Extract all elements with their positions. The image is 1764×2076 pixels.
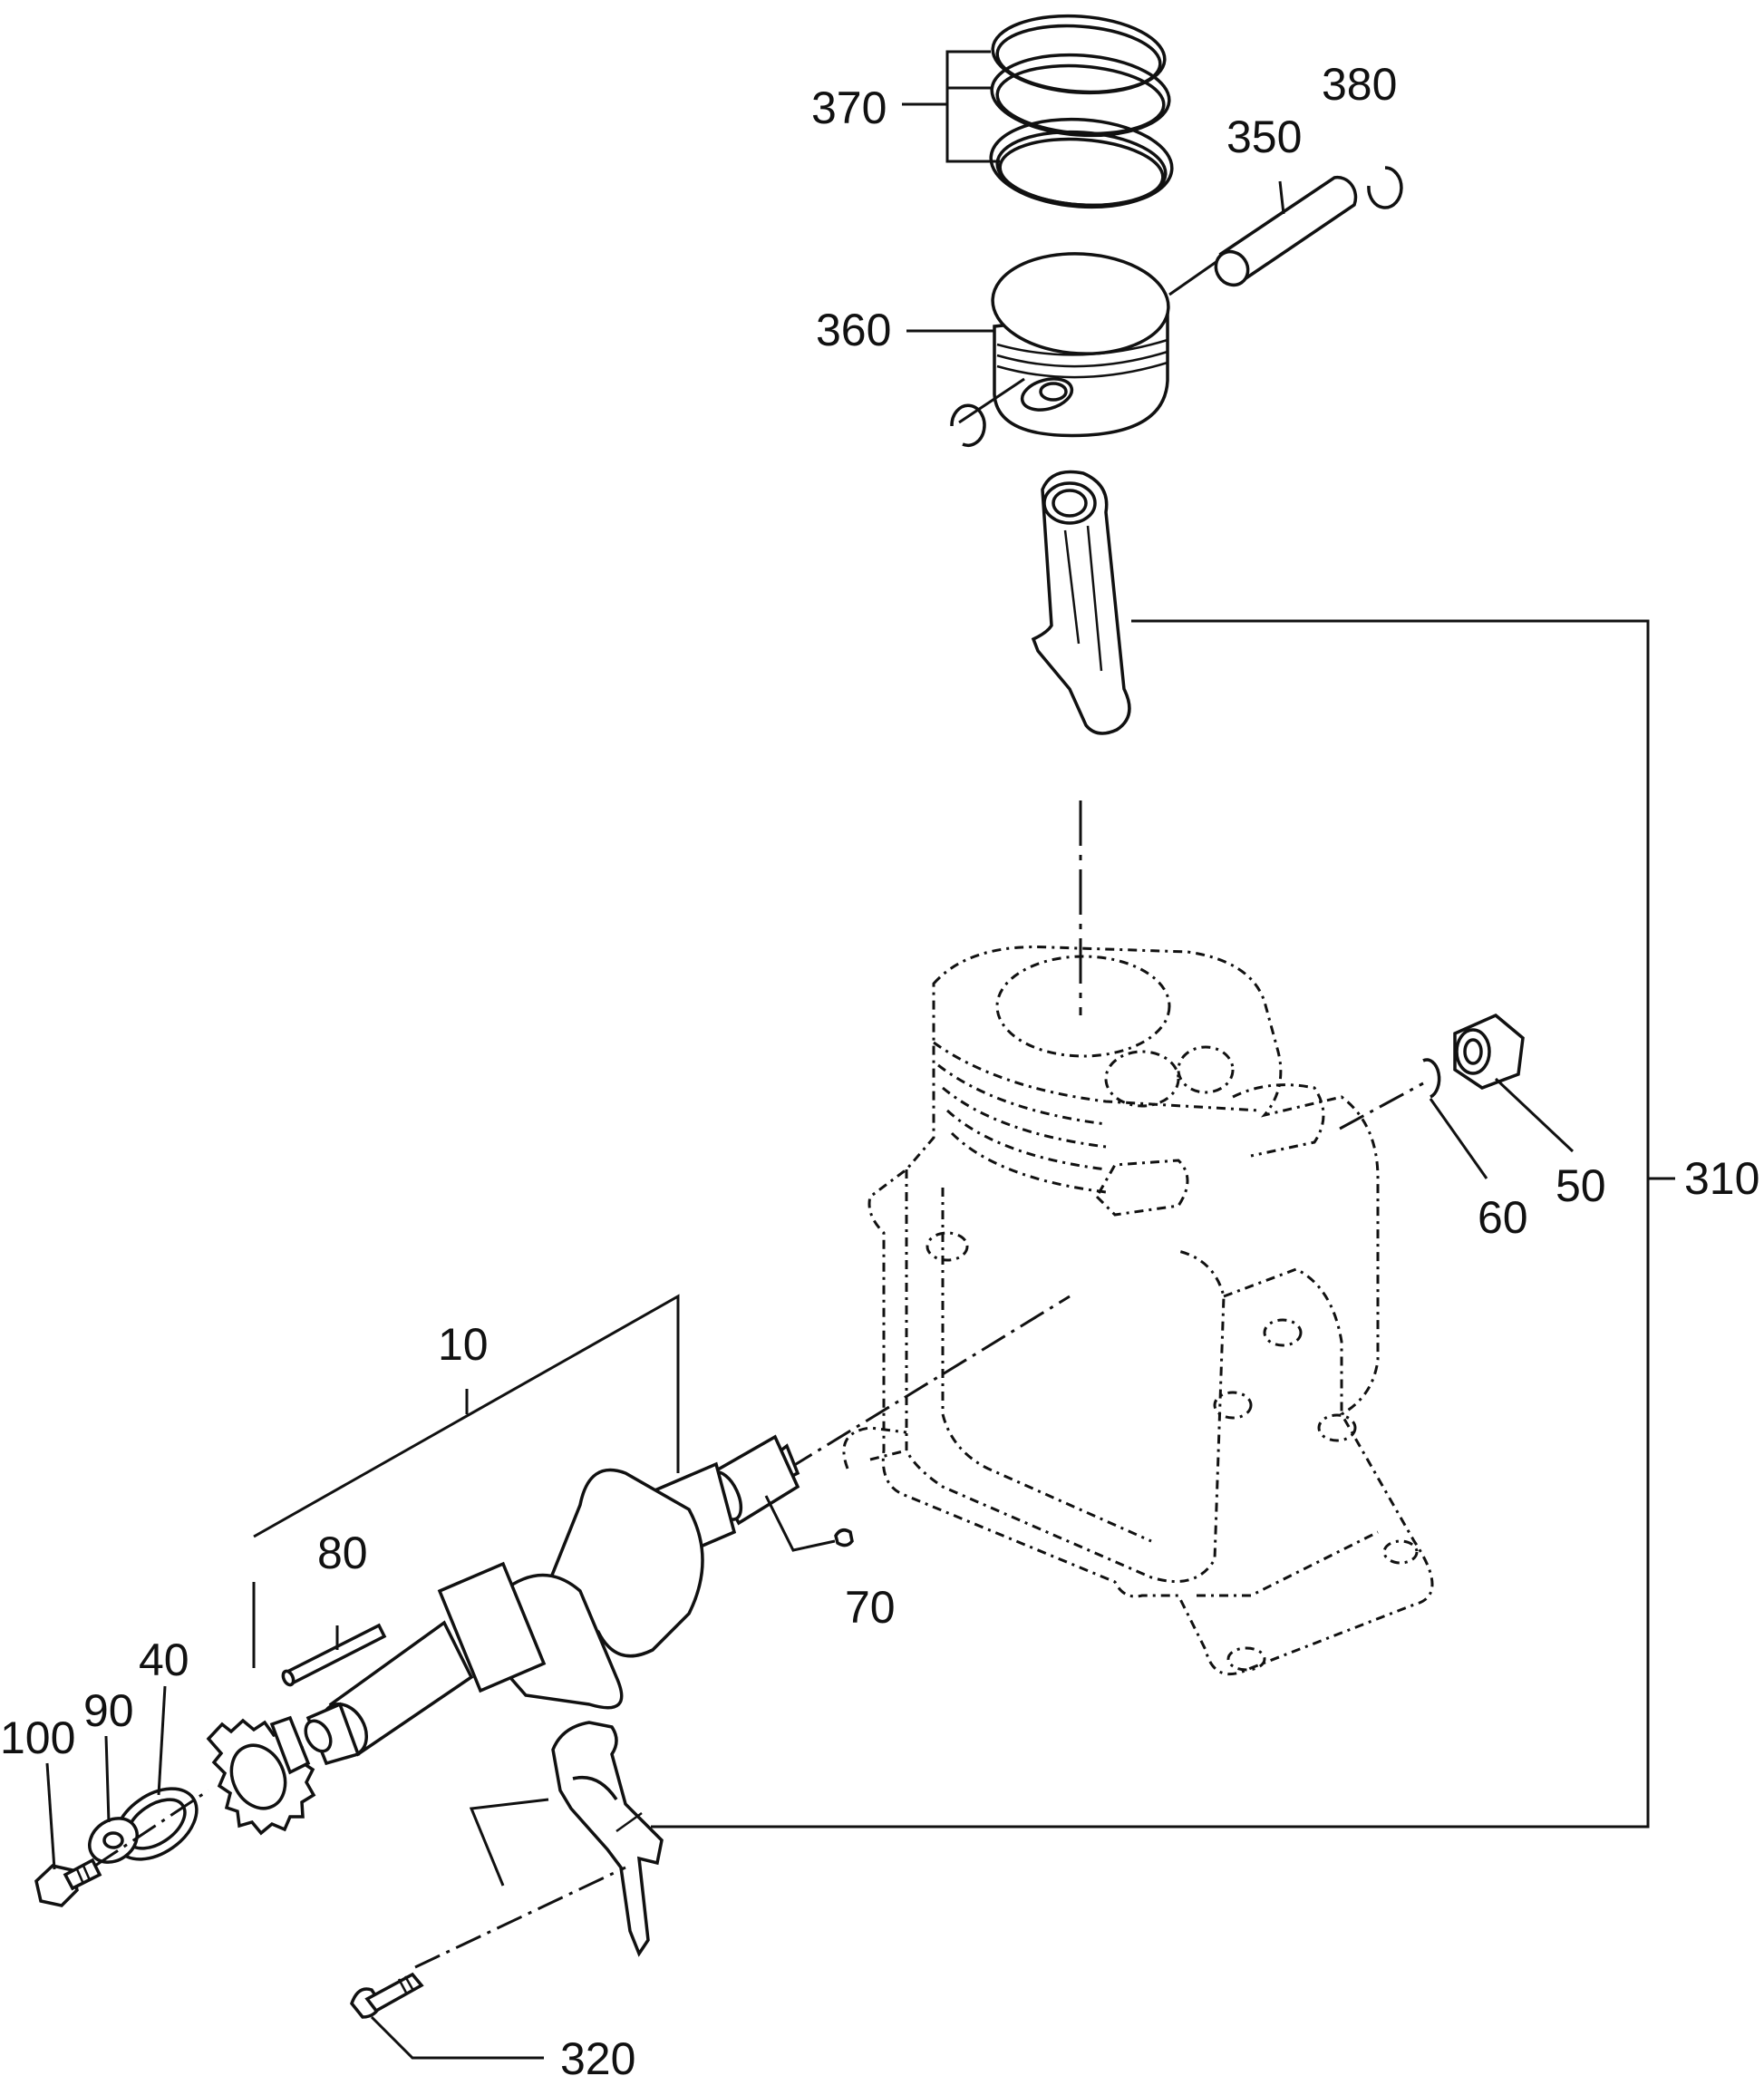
callout-labels: 370 380 350 360 310 60 50 10 80 70 40 90… bbox=[0, 59, 1759, 2076]
leader-310 bbox=[651, 619, 1675, 1829]
leader-370 bbox=[902, 50, 1000, 163]
nut-50 bbox=[1453, 1013, 1575, 1153]
callout-310: 310 bbox=[1684, 1153, 1759, 1204]
bolt-100 bbox=[34, 1858, 102, 1907]
crankcase-block bbox=[842, 946, 1434, 1676]
piston-rings bbox=[989, 14, 1174, 209]
callout-100: 100 bbox=[0, 1712, 75, 1763]
callout-40: 40 bbox=[139, 1635, 189, 1685]
callout-370: 370 bbox=[811, 82, 887, 133]
nut-axis-line bbox=[1339, 1082, 1424, 1130]
callout-60: 60 bbox=[1478, 1192, 1528, 1243]
washer-60 bbox=[1422, 1058, 1488, 1179]
pin-80 bbox=[281, 1623, 387, 1687]
callout-360: 360 bbox=[816, 305, 891, 355]
bolt-320 bbox=[350, 1972, 544, 2060]
leaders-bottom-left bbox=[45, 1685, 167, 1870]
crankshaft-axis-line bbox=[788, 1295, 1071, 1470]
key-70 bbox=[764, 1495, 854, 1552]
callout-380: 380 bbox=[1322, 59, 1397, 110]
cap-bolt-axis-line bbox=[414, 1866, 626, 1969]
callout-90: 90 bbox=[83, 1685, 134, 1736]
pin-clip-380 bbox=[1367, 166, 1403, 209]
callout-10: 10 bbox=[438, 1319, 489, 1370]
connecting-rod bbox=[1031, 470, 1131, 735]
callout-350: 350 bbox=[1226, 112, 1302, 162]
rod-cap bbox=[551, 1721, 664, 1957]
bolt-axis-line bbox=[94, 1789, 209, 1867]
gear-40 bbox=[206, 1715, 316, 1836]
piston-360 bbox=[906, 252, 1170, 447]
piston-pin-350 bbox=[1168, 175, 1358, 296]
callout-70: 70 bbox=[845, 1582, 896, 1633]
callout-80: 80 bbox=[317, 1528, 368, 1578]
callout-320: 320 bbox=[560, 2033, 635, 2076]
washer-100 bbox=[88, 1817, 139, 1864]
callout-50: 50 bbox=[1556, 1160, 1606, 1211]
leader-cap bbox=[469, 1798, 549, 1887]
crankshaft-10 bbox=[304, 1434, 800, 1766]
leader-10 bbox=[252, 1294, 680, 1668]
